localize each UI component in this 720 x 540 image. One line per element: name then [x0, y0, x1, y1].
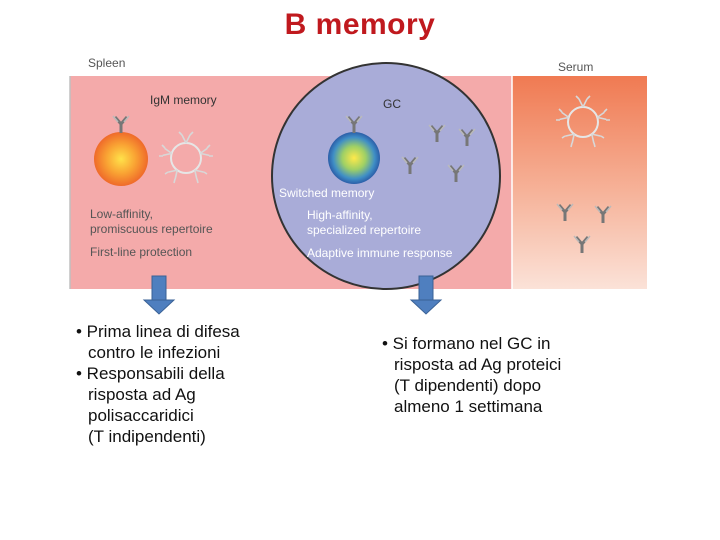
serum-panel — [512, 76, 647, 289]
page-title: B memory — [284, 8, 436, 41]
right-down-arrow — [409, 275, 443, 315]
spleen-label: Spleen — [88, 56, 125, 70]
switched-memory-cell — [328, 132, 380, 184]
low-affinity-label: Low-affinity, — [90, 207, 153, 221]
first-line-protection-label: First-line protection — [90, 245, 192, 259]
igm-memory-label: IgM memory — [150, 93, 217, 107]
adaptive-immune-response-label: Adaptive immune response — [307, 246, 453, 260]
bullet-line: • Responsabili della — [76, 364, 225, 383]
gc-circle — [271, 62, 501, 290]
bullet-line: contro le infezioni — [88, 343, 221, 362]
promiscuous-repertoire-label: promiscuous repertoire — [90, 222, 213, 236]
bullet-line: (T dipendenti) dopo — [394, 376, 542, 395]
bullet-line: risposta ad Ag proteici — [394, 355, 562, 374]
serum-label: Serum — [558, 60, 593, 74]
bullet-line: polisaccaridici — [88, 406, 194, 425]
igm-memory-cell — [94, 132, 148, 186]
b-memory-figure: Spleen Serum IgM memory GC Switched memo… — [69, 56, 647, 315]
bullet-line: (T indipendenti) — [88, 427, 206, 446]
bullet-line: risposta ad Ag — [88, 385, 196, 404]
high-affinity-label: High-affinity, — [307, 208, 373, 222]
bullet-line: almeno 1 settimana — [394, 397, 543, 416]
left-bullet-list: • Prima linea di difesa contro le infezi… — [76, 321, 240, 447]
right-bullet-list: • Si formano nel GC in risposta ad Ag pr… — [382, 333, 561, 417]
specialized-repertoire-label: specialized repertoire — [307, 223, 421, 237]
switched-memory-label: Switched memory — [279, 186, 374, 200]
bullet-line: • Prima linea di difesa — [76, 322, 240, 341]
bullet-line: • Si formano nel GC in — [382, 334, 551, 353]
left-down-arrow — [142, 275, 176, 315]
gc-label: GC — [383, 97, 401, 111]
